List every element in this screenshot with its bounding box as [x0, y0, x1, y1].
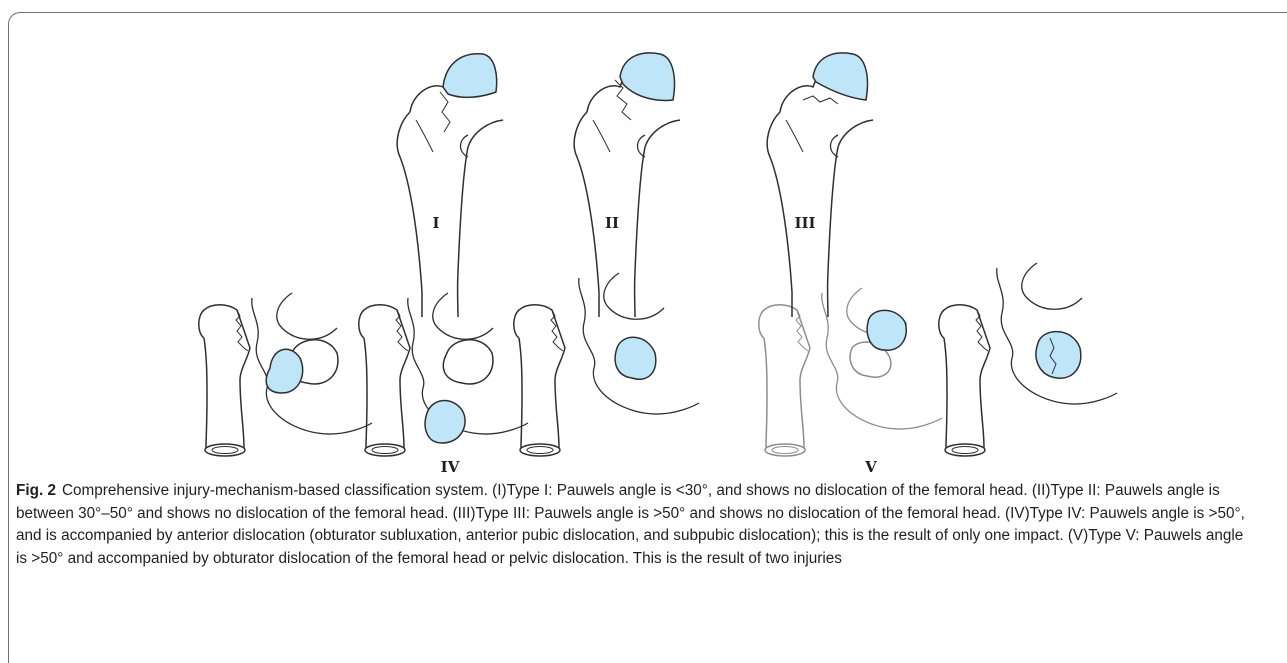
figure-label: Fig. 2 — [16, 482, 56, 499]
panel-label-type-5: V — [865, 458, 877, 476]
femur-diagram-type-3 — [767, 53, 873, 317]
panel-label-type-2: II — [605, 214, 619, 232]
femur-diagram-type-1 — [397, 54, 503, 317]
femur-diagram-type-4-anterior-pubic — [514, 273, 699, 456]
panel-label-type-3: III — [794, 214, 815, 232]
panel-label-type-4: IV — [441, 458, 460, 476]
figure-caption-text: Comprehensive injury-mechanism-based cla… — [16, 482, 1245, 567]
femur-diagram-type-2 — [574, 53, 680, 317]
classification-illustration — [0, 0, 1287, 480]
femoral-head-type-5-obturator — [867, 310, 906, 350]
femur-diagram-type-5-pelvic — [939, 263, 1117, 456]
femur-diagram-type-4-obturator — [199, 293, 372, 456]
femur-diagram-type-4-subpubic — [359, 293, 528, 456]
femur-diagram-type-5-obturator — [759, 288, 942, 456]
panel-label-type-1: I — [432, 214, 439, 232]
